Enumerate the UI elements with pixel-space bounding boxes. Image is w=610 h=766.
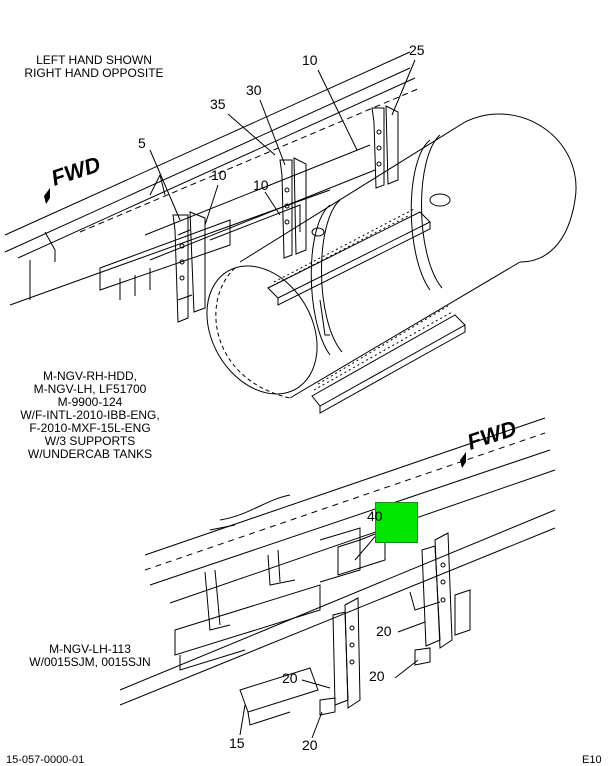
upper-bracket-middle [279,157,307,259]
note-line: RIGHT HAND OPPOSITE [24,66,164,80]
callout-25: 25 [409,42,425,58]
note-line: W/0015SJM, 0015SJN [29,655,151,669]
callout-20-b: 20 [282,670,298,686]
callout-10-b: 10 [211,167,227,183]
note-line: W/3 SUPPORTS [44,434,136,448]
note-line: M-9900-124 [57,395,123,409]
lower-support-base [239,667,319,726]
callout-10-c: 10 [253,177,269,193]
note-line: W/UNDERCAB TANKS [27,447,153,461]
lower-bracket-a [319,597,361,716]
callout-35: 35 [210,96,226,112]
upper-leaders [149,59,416,226]
fwd-arrow-upper [44,188,50,204]
upper-step [267,207,431,306]
lower-crossmember [174,527,361,671]
fuel-tank [206,113,577,399]
fwd-arrow-lower [460,452,466,468]
callout-30: 30 [246,82,262,98]
callout-40: 40 [367,508,383,524]
callout-20-c: 20 [369,668,385,684]
footer-drawing-number: 15-057-0000-01 [6,754,85,766]
note-line: F-2010-MXF-15L-ENG [29,421,151,435]
lower-hangers [204,529,471,636]
note-line: M-NGV-RH-HDD, [43,369,137,383]
lower-bracket-b [414,532,453,666]
lower-frame-rail [119,417,556,706]
callout-20-a: 20 [376,623,392,639]
lower-step [311,305,466,414]
upper-bracket-right [371,105,399,189]
callout-5: 5 [138,135,146,151]
upper-bracket-left [172,211,206,323]
callout-10-a: 10 [302,52,318,68]
note-lower-model: M-NGV-LH-113 W/0015SJM, 0015SJN [10,643,170,669]
footer-page-code: E10 [582,754,602,766]
note-line: W/F-INTL-2010-IBB-ENG, [20,408,160,422]
callout-20-d: 20 [302,737,318,753]
note-left-hand-shown: LEFT HAND SHOWN RIGHT HAND OPPOSITE [18,54,170,80]
note-line: LEFT HAND SHOWN [36,53,152,67]
callout-15: 15 [229,735,245,751]
note-line: M-NGV-LH-113 [49,642,131,656]
note-model-block: M-NGV-RH-HDD, M-NGV-LH, LF51700 M-9900-1… [10,370,170,461]
note-line: M-NGV-LH, LF51700 [33,382,147,396]
highlight-marker [375,502,418,543]
